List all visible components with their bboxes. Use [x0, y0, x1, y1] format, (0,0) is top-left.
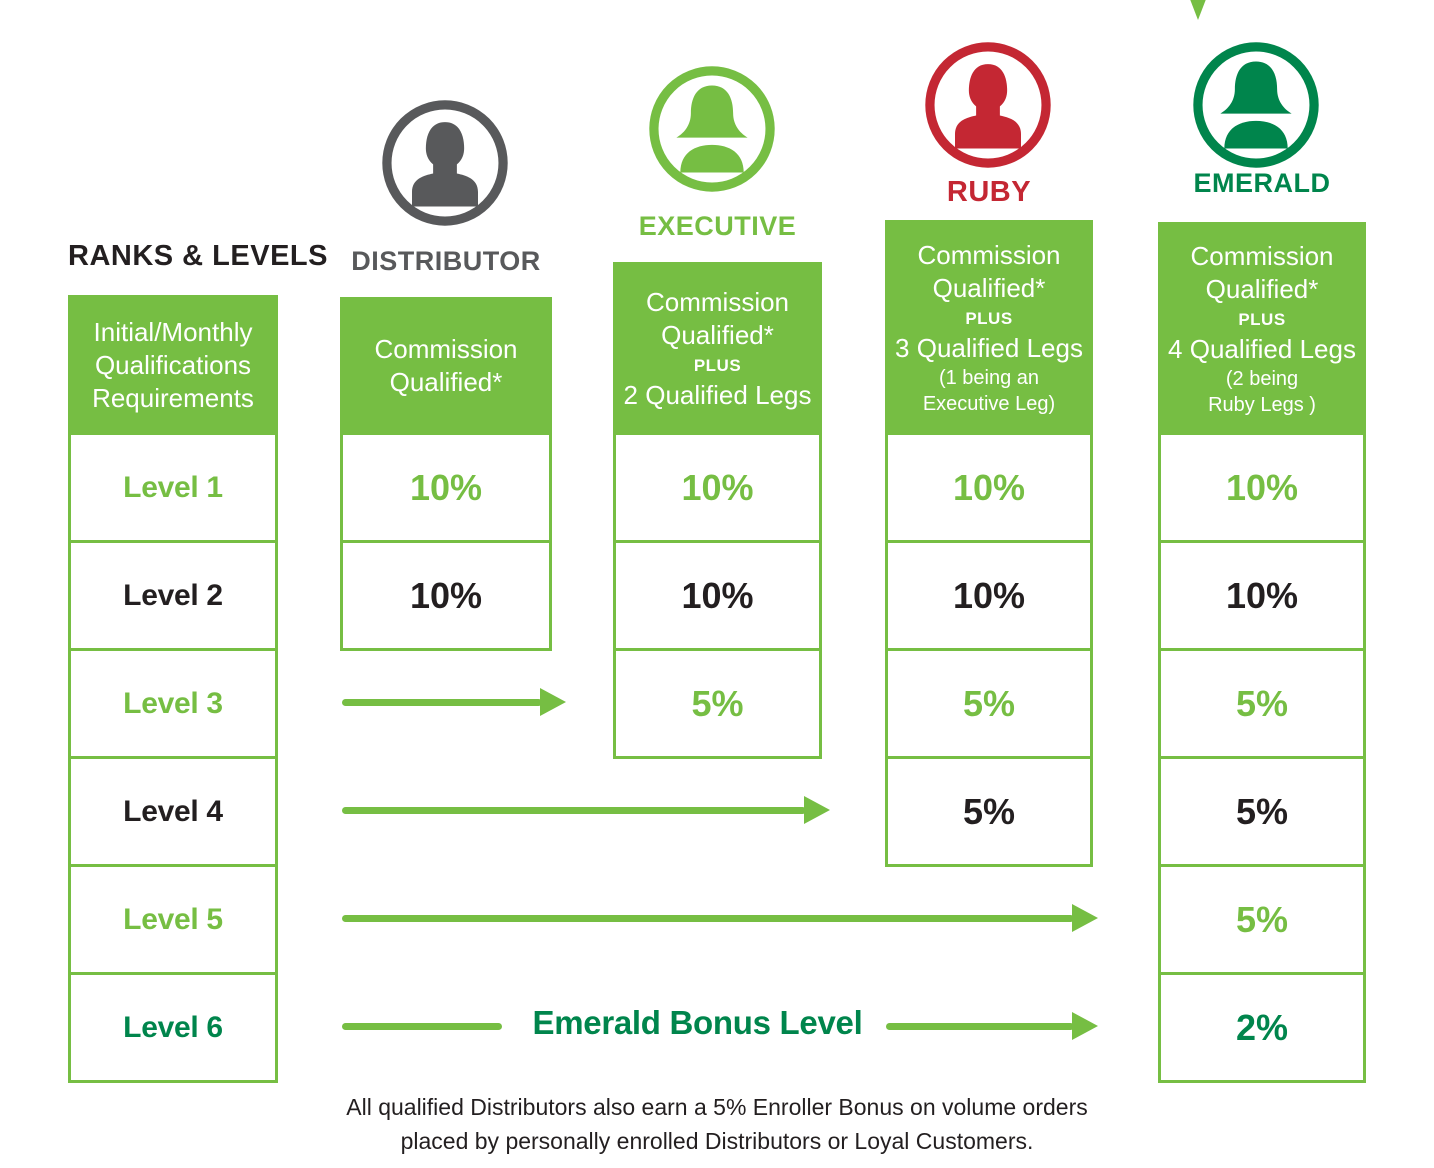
header-plus: PLUS: [965, 308, 1013, 328]
down-arrow-tip-icon: [1188, 0, 1208, 20]
commission-cell: 5%: [1161, 864, 1363, 972]
commission-cell: 2%: [1161, 972, 1363, 1080]
column-emerald: Commission Qualified* PLUS 4 Qualified L…: [1158, 222, 1366, 1083]
header-line: Initial/Monthly: [93, 316, 253, 347]
footnote-line-1: All qualified Distributors also earn a 5…: [346, 1094, 1088, 1120]
level-row-label: Level 4: [71, 756, 275, 864]
emerald-header: Commission Qualified* PLUS 4 Qualified L…: [1161, 225, 1363, 432]
ruby-avatar-icon: [922, 39, 1054, 171]
header-note: Ruby Legs ): [1208, 393, 1316, 416]
header-requirement: 4 Qualified Legs: [1168, 333, 1356, 364]
level-3-arrow: [342, 699, 542, 706]
emerald-avatar-icon: [1190, 39, 1322, 171]
commission-cell: 10%: [616, 540, 819, 648]
commission-cell: 5%: [1161, 756, 1363, 864]
level-5-arrow-head-icon: [1072, 904, 1098, 932]
header-note: Executive Leg): [922, 392, 1056, 415]
header-line: Qualified*: [389, 367, 503, 397]
header-line: Commission: [917, 239, 1061, 270]
ruby-header: Commission Qualified* PLUS 3 Qualified L…: [888, 223, 1090, 432]
commission-cell: 10%: [888, 432, 1090, 540]
header-plus: PLUS: [1238, 309, 1286, 329]
level-row-label: Level 3: [71, 648, 275, 756]
commission-cell: 5%: [888, 756, 1090, 864]
level-row-label: Level 1: [71, 432, 275, 540]
header-line: Commission: [645, 286, 790, 317]
commission-cell: 10%: [343, 432, 549, 540]
header-line: Qualifications: [94, 349, 252, 380]
emerald-bonus-level-label: Emerald Bonus Level: [532, 1004, 863, 1041]
commission-cell: 5%: [888, 648, 1090, 756]
level-4-arrow: [342, 807, 806, 814]
level-4-arrow-head-icon: [804, 796, 830, 824]
footnote-line-2: placed by personally enrolled Distributo…: [400, 1128, 1034, 1154]
commission-cell: 5%: [616, 648, 819, 756]
level-row-label: Level 6: [71, 972, 275, 1080]
level-3-arrow-head-icon: [540, 688, 566, 716]
commission-cell: 10%: [616, 432, 819, 540]
distributor-avatar-icon: [379, 97, 511, 229]
commission-cell: 10%: [343, 540, 549, 648]
level-6-arrow-head-icon: [1072, 1012, 1098, 1040]
header-plus: PLUS: [693, 355, 742, 375]
header-line: Requirements: [92, 382, 254, 413]
header-requirement: 3 Qualified Legs: [895, 332, 1083, 363]
level-6-arrow: [886, 1023, 1074, 1030]
header-note: (2 being: [1225, 367, 1299, 390]
commission-cell: 10%: [1161, 432, 1363, 540]
commission-cell: 5%: [1161, 648, 1363, 756]
level-6-left-line: [342, 1023, 502, 1030]
rank-label-distributor: DISTRIBUTOR: [351, 246, 541, 276]
page-title: RANKS & LEVELS: [68, 240, 328, 272]
executive-header: Commission Qualified* PLUS 2 Qualified L…: [616, 265, 819, 432]
column-qualifications: Initial/Monthly Qualifications Requireme…: [68, 295, 278, 1083]
commission-cell: 10%: [888, 540, 1090, 648]
rank-label-emerald: EMERALD: [1193, 168, 1331, 198]
header-line: Commission: [374, 334, 518, 364]
commission-cell: 10%: [1161, 540, 1363, 648]
footnote: All qualified Distributors also earn a 5…: [0, 1090, 1434, 1158]
rank-label-executive: EXECUTIVE: [638, 211, 797, 241]
level-row-label: Level 2: [71, 540, 275, 648]
header-line: Commission: [1190, 240, 1334, 271]
level-5-arrow: [342, 915, 1074, 922]
header-line: Qualified*: [1205, 273, 1319, 304]
column-executive: Commission Qualified* PLUS 2 Qualified L…: [613, 262, 822, 759]
header-note: (1 being an: [938, 366, 1040, 389]
column-distributor: Commission Qualified* 10% 10%: [340, 297, 552, 651]
rank-label-ruby: RUBY: [946, 176, 1032, 208]
level-row-label: Level 5: [71, 864, 275, 972]
qualifications-header: Initial/Monthly Qualifications Requireme…: [71, 298, 275, 432]
executive-avatar-icon: [646, 63, 778, 195]
distributor-header: Commission Qualified*: [343, 300, 549, 432]
column-ruby: Commission Qualified* PLUS 3 Qualified L…: [885, 220, 1093, 867]
header-line: Qualified*: [932, 272, 1046, 303]
header-requirement: 2 Qualified Legs: [623, 379, 812, 410]
header-line: Qualified*: [661, 319, 774, 350]
